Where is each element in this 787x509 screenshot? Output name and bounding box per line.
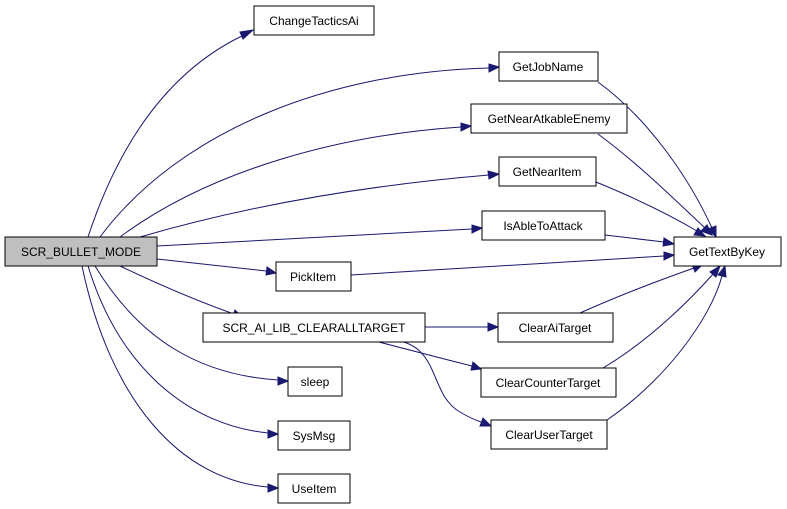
edge-root-to-sysmsg bbox=[87, 265, 269, 434]
node-label: SCR_BULLET_MODE bbox=[21, 245, 141, 259]
node-label: PickItem bbox=[290, 270, 336, 284]
edge-clearusertarget-to-gettextbykey bbox=[606, 275, 723, 421]
node-clearaitarget[interactable]: ClearAiTarget bbox=[497, 312, 614, 343]
arrowhead-sysmsg bbox=[267, 429, 280, 439]
edges-layer bbox=[81, 29, 727, 493]
node-scr-bullet-mode[interactable]: SCR_BULLET_MODE bbox=[4, 236, 158, 267]
arrowhead-gettextbykey-5 bbox=[663, 251, 676, 261]
edge-clearcountertarget-to-gettextbykey bbox=[602, 272, 715, 369]
node-label: GetTextByKey bbox=[689, 245, 765, 259]
node-pickitem[interactable]: PickItem bbox=[275, 261, 352, 292]
nodes-layer: SCR_BULLET_MODE ChangeTacticsAi GetJobNa… bbox=[4, 5, 782, 504]
edge-clearaitarget-to-gettextbykey bbox=[579, 267, 695, 314]
node-label: sleep bbox=[301, 375, 330, 389]
edge-root-to-getjobname bbox=[99, 67, 490, 238]
node-getnearitem[interactable]: GetNearItem bbox=[498, 156, 597, 187]
edge-getnearatkableenemy-to-gettextbykey bbox=[597, 133, 706, 229]
arrowhead-getjobname bbox=[488, 63, 501, 73]
edge-pickitem-to-gettextbykey bbox=[350, 255, 665, 276]
edge-getnearitem-to-gettextbykey bbox=[595, 181, 698, 232]
arrowhead-getnearatkableenemy bbox=[460, 122, 473, 132]
node-label: ChangeTacticsAi bbox=[269, 14, 358, 28]
arrowhead-useitem bbox=[267, 483, 280, 493]
edge-clearalltarget-to-clearcountertarget bbox=[374, 340, 473, 367]
edge-root-to-clearalltarget bbox=[119, 265, 235, 315]
node-clearcountertarget[interactable]: ClearCounterTarget bbox=[480, 367, 617, 398]
node-label: ClearUserTarget bbox=[505, 428, 593, 442]
node-getnearatkableenemy[interactable]: GetNearAtkableEnemy bbox=[470, 103, 628, 134]
edge-root-to-sleep bbox=[94, 265, 279, 381]
node-isabletoattack[interactable]: IsAbleToAttack bbox=[481, 210, 606, 241]
node-sysmsg[interactable]: SysMsg bbox=[277, 420, 351, 451]
arrowhead-gettextbykey-1 bbox=[707, 225, 717, 239]
edge-root-to-getnearatkableenemy bbox=[119, 126, 462, 238]
arrowhead-pickitem bbox=[265, 266, 278, 276]
node-useitem[interactable]: UseItem bbox=[277, 473, 351, 504]
arrowhead-gettextbykey-8 bbox=[717, 264, 727, 278]
node-label: GetNearItem bbox=[513, 165, 582, 179]
edge-root-to-pickitem bbox=[156, 258, 267, 272]
node-getjobname[interactable]: GetJobName bbox=[498, 51, 599, 82]
arrowhead-sleep bbox=[277, 376, 290, 386]
arrowhead-gettextbykey-2 bbox=[700, 224, 714, 236]
node-scr-ai-lib-clearalltarget[interactable]: SCR_AI_LIB_CLEARALLTARGET bbox=[202, 312, 426, 343]
node-label: ClearCounterTarget bbox=[496, 376, 601, 390]
node-label: SysMsg bbox=[293, 429, 336, 443]
edge-root-to-isabletoattack bbox=[156, 228, 473, 247]
arrowhead-clearcountertarget bbox=[470, 361, 483, 371]
edge-clearalltarget-to-clearusertarget bbox=[399, 340, 482, 423]
node-label: GetNearAtkableEnemy bbox=[488, 112, 611, 126]
node-label: ClearAiTarget bbox=[519, 321, 592, 335]
node-clearusertarget[interactable]: ClearUserTarget bbox=[490, 419, 608, 450]
arrowhead-clearaitarget bbox=[487, 322, 500, 332]
node-label: GetJobName bbox=[513, 60, 584, 74]
node-label: IsAbleToAttack bbox=[503, 219, 583, 233]
edge-root-to-useitem bbox=[81, 265, 269, 488]
node-changetacticsai[interactable]: ChangeTacticsAi bbox=[253, 5, 375, 36]
edge-root-to-getnearitem bbox=[139, 174, 490, 238]
edge-root-to-changetacticsai bbox=[87, 34, 245, 238]
node-gettextbykey[interactable]: GetTextByKey bbox=[673, 236, 782, 267]
node-label: UseItem bbox=[292, 482, 337, 496]
arrowhead-getnearitem bbox=[487, 170, 501, 180]
node-label: SCR_AI_LIB_CLEARALLTARGET bbox=[223, 321, 407, 335]
arrowhead-gettextbykey-3 bbox=[693, 227, 707, 237]
arrowhead-changetacticsai bbox=[239, 29, 255, 40]
node-sleep[interactable]: sleep bbox=[287, 366, 343, 397]
edge-isabletoattack-to-gettextbykey bbox=[604, 234, 665, 243]
arrowhead-clearusertarget bbox=[479, 417, 493, 427]
edge-getjobname-to-gettextbykey bbox=[597, 81, 713, 229]
arrowhead-gettextbykey-7 bbox=[709, 264, 721, 278]
arrowhead-gettextbykey-4 bbox=[662, 237, 676, 247]
arrowhead-isabletoattack bbox=[471, 224, 484, 234]
